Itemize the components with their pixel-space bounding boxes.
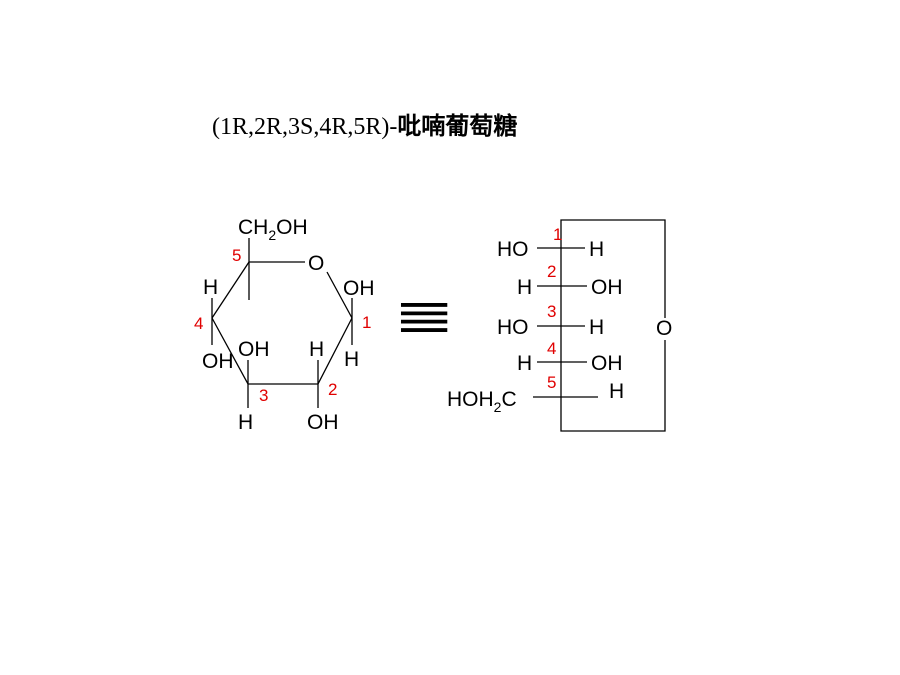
fischer-ring-bottom <box>560 340 666 432</box>
fischer-projection: HO H H OH HO H H OH HOH2C H O 1 2 3 4 5 <box>447 219 672 432</box>
haworth-locant-4: 4 <box>194 314 203 333</box>
haworth-c4-down: OH <box>202 350 234 373</box>
equivalence-symbol: ≣ <box>393 289 455 343</box>
haworth-c2-up: H <box>309 338 324 361</box>
fischer-c5-right: H <box>609 380 624 403</box>
fischer-ring-top <box>560 219 666 318</box>
bond-o-c1 <box>326 271 353 319</box>
fischer-c5-left: HOH2C <box>447 388 517 415</box>
fischer-c2-right: OH <box>591 276 623 299</box>
haworth-c1-up: OH <box>343 277 375 300</box>
haworth-c2-down: OH <box>307 411 339 434</box>
haworth-c4-up: H <box>203 276 218 299</box>
fischer-c1-right: H <box>589 238 604 261</box>
fischer-locant-1: 1 <box>553 225 562 244</box>
fischer-c3-left: HO <box>497 316 529 339</box>
fischer-locant-3: 3 <box>547 302 556 321</box>
haworth-c3-up: OH <box>238 338 270 361</box>
haworth-locant-3: 3 <box>259 386 268 405</box>
fischer-c4-right: OH <box>591 352 623 375</box>
haworth-ring-oxygen: O <box>308 252 324 275</box>
title-compound-name: 吡喃葡萄糖 <box>397 112 518 140</box>
fischer-locant-2: 2 <box>547 262 556 281</box>
fischer-c1-left: HO <box>497 238 529 261</box>
haworth-locant-1: 1 <box>362 313 371 332</box>
fischer-c3-right: H <box>589 316 604 339</box>
haworth-c1-down: H <box>344 348 359 371</box>
bond-c3-c4 <box>211 317 249 385</box>
fischer-c4-left: H <box>517 352 532 375</box>
fischer-locant-4: 4 <box>547 339 556 358</box>
bond-c4-c5 <box>211 261 250 319</box>
haworth-locant-5: 5 <box>232 246 241 265</box>
haworth-c3-down: H <box>238 411 253 434</box>
fischer-c2-left: H <box>517 276 532 299</box>
haworth-projection: CH2OH O OH H H OH OH H H OH 5 1 2 3 4 <box>194 216 375 434</box>
title-stereo-descriptor: (1R,2R,3S,4R,5R)- <box>212 114 398 140</box>
haworth-c6-label: CH2OH <box>238 216 308 243</box>
fischer-locant-5: 5 <box>547 373 556 392</box>
bond-c1-c2 <box>317 317 353 385</box>
haworth-locant-2: 2 <box>328 380 337 399</box>
fischer-ring-oxygen: O <box>656 317 672 340</box>
page-title: (1R,2R,3S,4R,5R)-吡喃葡萄糖 <box>212 106 517 141</box>
